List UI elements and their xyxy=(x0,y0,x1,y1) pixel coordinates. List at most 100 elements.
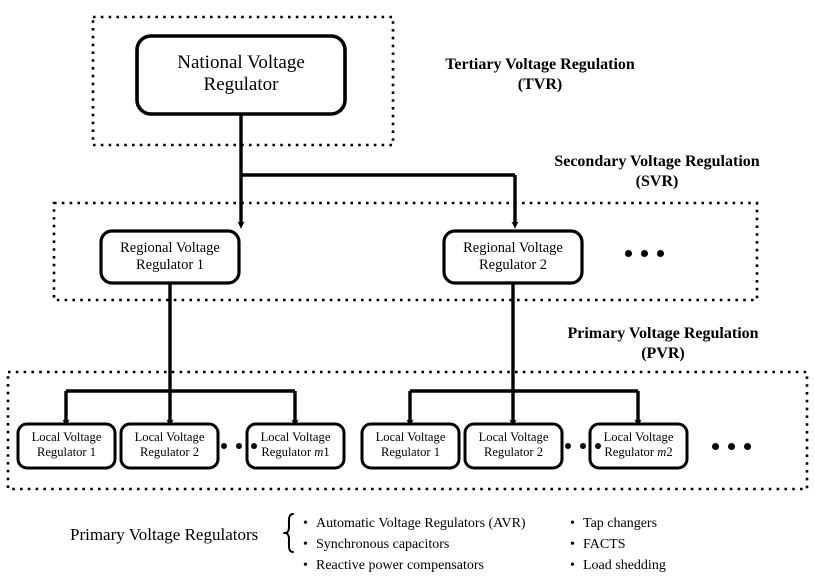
legend-item-label: Tap changers xyxy=(583,516,658,531)
node-label-regional-1-line2: Regulator 1 xyxy=(135,257,205,274)
label-prefix: Regulator xyxy=(36,444,90,459)
node-label-local-1-m1: Local Voltage Regulator m1 xyxy=(247,430,344,460)
label-prefix: Regulator xyxy=(483,444,537,459)
legend-item-label: Synchronous capacitors xyxy=(316,537,450,552)
bullet-glyph: • xyxy=(570,516,575,531)
tier-label-tvr-line2: (TVR) xyxy=(517,76,563,93)
legend-brace xyxy=(283,513,294,553)
node-box-regional-voltage-regulator-2[interactable] xyxy=(442,229,584,285)
node-label-national: National Voltage Regulator xyxy=(137,52,345,97)
tier-label-tvr: Tertiary Voltage Regulation (TVR) xyxy=(415,55,665,95)
bullet-glyph: • xyxy=(303,537,308,552)
node-box-local-2-m2[interactable] xyxy=(588,422,689,470)
tier-label-tvr-line1: Tertiary Voltage Regulation xyxy=(445,56,635,73)
ellipsis-dot xyxy=(580,443,586,449)
node-label-local-1-1-line1: Local Voltage xyxy=(31,430,102,444)
tier-label-pvr-line1: Primary Voltage Regulation xyxy=(567,325,759,342)
ellipsis-dot xyxy=(595,443,601,449)
ellipsis-dot xyxy=(728,443,735,450)
label-prefix: Regulator xyxy=(380,444,434,459)
ellipsis-dot xyxy=(251,443,257,449)
node-label-local-1-m1-line1: Local Voltage xyxy=(260,430,331,444)
ellipsis-local-group-1 xyxy=(221,443,257,449)
node-box-local-1-1[interactable] xyxy=(16,422,117,470)
ellipsis-local-groups-trailing xyxy=(712,443,751,450)
node-label-local-2-2-line2: Regulator 2 xyxy=(465,445,562,460)
node-label-national-line2: Regulator xyxy=(203,74,279,96)
node-label-regional-1: Regional Voltage Regulator 1 xyxy=(101,240,239,274)
node-label-local-1-1-line2: Regulator 1 xyxy=(18,445,115,460)
tier-box-pvr xyxy=(6,370,809,491)
legend-title: Primary Voltage Regulators xyxy=(70,525,259,544)
ellipsis-dot xyxy=(744,443,751,450)
node-label-local-1-2-line2: Regulator 2 xyxy=(121,445,218,460)
tier-label-pvr: Primary Voltage Regulation (PVR) xyxy=(523,324,803,364)
connector-national-to-regional xyxy=(237,115,519,229)
legend-item: • Tap changers xyxy=(570,513,666,534)
node-label-regional-2: Regional Voltage Regulator 2 xyxy=(444,240,582,274)
connector-regional2-to-locals xyxy=(406,283,642,427)
node-box-local-1-m1[interactable] xyxy=(245,422,346,470)
legend-column-right: • Tap changers • FACTS • Load shedding xyxy=(570,513,666,576)
label-prefix: Regulator xyxy=(604,444,658,459)
node-label-regional-1-line1: Regional Voltage xyxy=(120,240,220,256)
tier-label-svr: Secondary Voltage Regulation (SVR) xyxy=(512,152,802,192)
node-box-local-2-1[interactable] xyxy=(360,422,461,470)
ellipsis-regional xyxy=(625,250,664,257)
node-label-local-1-m1-line2: Regulator m1 xyxy=(247,445,344,460)
legend-item-label: FACTS xyxy=(583,537,626,552)
label-suffix: 1 xyxy=(433,444,441,459)
bullet-glyph: • xyxy=(303,516,308,531)
ellipsis-local-group-2 xyxy=(565,443,601,449)
ellipsis-dot xyxy=(657,250,664,257)
connector-regional1-to-locals xyxy=(62,283,299,427)
tier-label-svr-line2: (SVR) xyxy=(635,173,679,190)
bullet-glyph: • xyxy=(570,537,575,552)
label-suffix: 2 xyxy=(192,444,200,459)
ellipsis-dot xyxy=(221,443,227,449)
legend-column-left: •Automatic Voltage Regulators (AVR) •Syn… xyxy=(303,513,526,576)
node-label-regional-2-line2: Regulator 2 xyxy=(478,257,548,274)
ellipsis-dot xyxy=(625,250,632,257)
legend-item: • Load shedding xyxy=(570,555,666,576)
label-prefix: Regulator xyxy=(139,444,193,459)
label-index-italic: m xyxy=(314,444,324,459)
label-suffix: 2 xyxy=(536,444,544,459)
bullet-glyph: • xyxy=(303,558,308,573)
node-label-local-2-2-line1: Local Voltage xyxy=(478,430,549,444)
ellipsis-dot xyxy=(236,443,242,449)
bullet-glyph: • xyxy=(570,558,575,573)
node-box-local-2-2[interactable] xyxy=(463,422,564,470)
node-label-local-2-m2-line2: Regulator m2 xyxy=(590,445,687,460)
node-label-national-line1: National Voltage xyxy=(177,52,305,73)
tier-box-svr xyxy=(52,201,759,302)
node-box-local-1-2[interactable] xyxy=(119,422,220,470)
node-label-local-1-2-line1: Local Voltage xyxy=(134,430,205,444)
ellipsis-dot xyxy=(565,443,571,449)
tier-label-pvr-line2: (PVR) xyxy=(641,345,685,362)
legend-item: • FACTS xyxy=(570,534,666,555)
ellipsis-dot xyxy=(641,250,648,257)
legend-item-label: Reactive power compensators xyxy=(316,558,484,573)
label-suffix: 1 xyxy=(323,444,330,459)
node-label-local-2-m2: Local Voltage Regulator m2 xyxy=(590,430,687,460)
label-prefix: Regulator xyxy=(261,444,315,459)
node-box-national-voltage-regulator[interactable] xyxy=(135,34,347,116)
node-label-local-2-1-line1: Local Voltage xyxy=(375,430,446,444)
legend-item-label: Load shedding xyxy=(583,558,666,573)
label-suffix: 2 xyxy=(666,444,673,459)
tier-label-svr-line1: Secondary Voltage Regulation xyxy=(554,153,760,170)
legend-item: • Reactive power compensators xyxy=(303,555,526,576)
tier-box-tvr xyxy=(91,15,395,147)
label-suffix: 1 xyxy=(89,444,97,459)
node-label-regional-2-line1: Regional Voltage xyxy=(463,240,563,256)
node-label-local-2-1: Local Voltage Regulator 1 xyxy=(362,430,459,460)
label-index-italic: m xyxy=(657,444,667,459)
legend-item: • Synchronous capacitors xyxy=(303,534,526,555)
node-label-local-1-2: Local Voltage Regulator 2 xyxy=(121,430,218,460)
node-box-regional-voltage-regulator-1[interactable] xyxy=(99,229,241,285)
node-label-local-2-2: Local Voltage Regulator 2 xyxy=(465,430,562,460)
ellipsis-dot xyxy=(712,443,719,450)
